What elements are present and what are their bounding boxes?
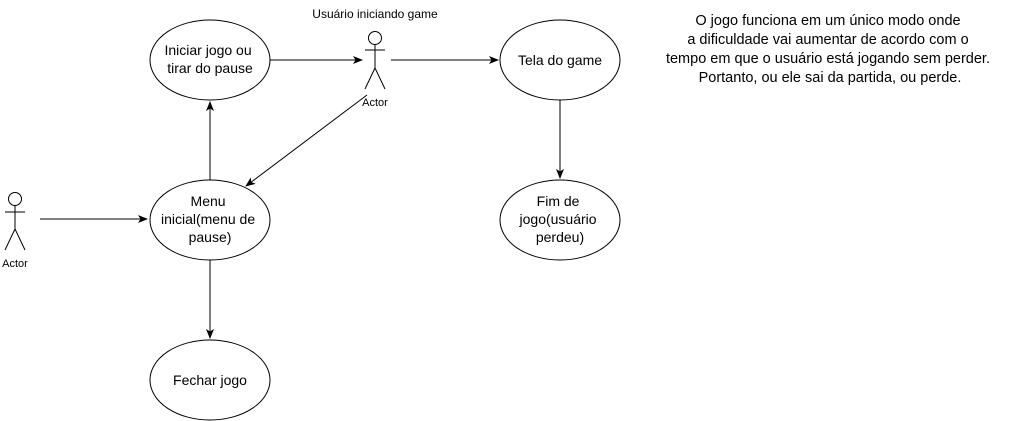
usecase-main-menu[interactable]: Menu inicial(menu de pause) bbox=[149, 179, 271, 261]
svg-text:Fechar jogo: Fechar jogo bbox=[173, 372, 247, 388]
description-note-line: O jogo funciona em um único modo onde bbox=[695, 13, 960, 29]
usecase-start-game-line: tirar do pause bbox=[167, 60, 253, 76]
usecase-game-over-line: jogo(usuário bbox=[519, 211, 597, 227]
svg-text:Tela do game: Tela do game bbox=[518, 52, 602, 68]
usecase-game-screen[interactable]: Tela do game bbox=[499, 19, 621, 101]
usecase-close-game[interactable]: Fechar jogo bbox=[149, 339, 271, 421]
stick-figure-icon bbox=[364, 31, 386, 90]
svg-text:Iniciar jogo ou tirar do: Iniciar jogo ou tirar do pause bbox=[164, 42, 255, 76]
usecase-start-game-line: Iniciar jogo ou bbox=[164, 42, 251, 58]
actor-top[interactable]: Actor bbox=[362, 31, 388, 110]
usecase-game-over[interactable]: Fim de jogo(usuário perdeu) bbox=[499, 179, 621, 261]
stick-figure-icon bbox=[4, 192, 26, 251]
description-note-line: tempo em que o usuário está jogando sem … bbox=[666, 51, 990, 67]
usecase-game-over-line: perdeu) bbox=[536, 229, 584, 245]
description-note-line: Portanto, ou ele sai da partida, ou perd… bbox=[699, 70, 962, 86]
svg-text:Menu inicial(menu de: Menu inicial(menu de pause) bbox=[161, 193, 259, 245]
usecase-game-over-line: Fim de bbox=[537, 193, 580, 209]
usecase-game-screen-line: Tela do game bbox=[518, 52, 602, 68]
usecase-close-game-line: Fechar jogo bbox=[173, 372, 247, 388]
usecase-main-menu-line: pause) bbox=[189, 229, 232, 245]
diagram-title: Usuário iniciando game bbox=[312, 7, 438, 21]
svg-text:Fim de jogo(usuário: Fim de jogo(usuário perdeu) bbox=[519, 193, 601, 245]
description-note-line: a dificuldade vai aumentar de acordo com… bbox=[687, 32, 968, 48]
description-note: O jogo funciona em um único modo onde a … bbox=[666, 13, 994, 86]
usecase-main-menu-line: Menu bbox=[191, 193, 226, 209]
actor-top-label: Actor bbox=[362, 97, 388, 109]
arrow-actor-to-menu-diagonal bbox=[245, 94, 368, 187]
usecase-start-game[interactable]: Iniciar jogo ou tirar do pause bbox=[149, 19, 271, 101]
usecase-main-menu-line: inicial(menu de bbox=[161, 211, 255, 227]
actor-left-label: Actor bbox=[2, 258, 28, 270]
actor-left[interactable]: Actor bbox=[2, 192, 28, 271]
